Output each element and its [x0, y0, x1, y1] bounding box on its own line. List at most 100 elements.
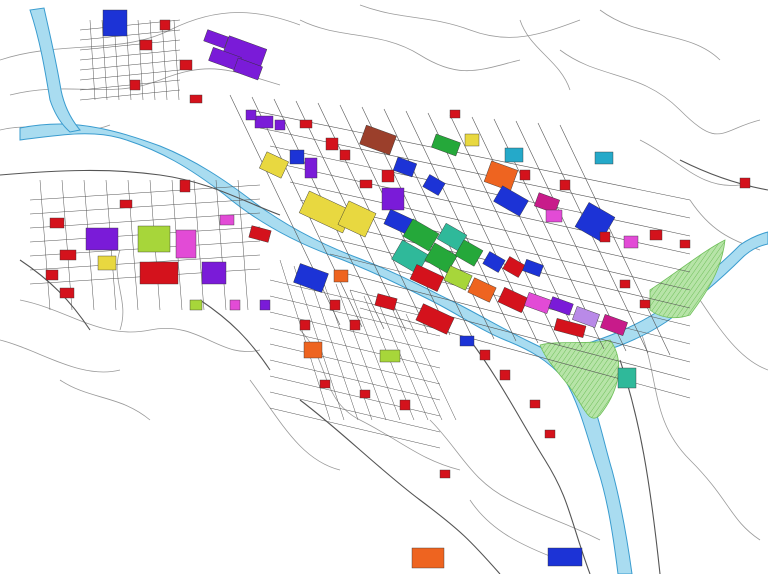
parcel-red [139, 39, 153, 51]
road [199, 299, 271, 371]
land-use-parcels[interactable] [45, 9, 751, 569]
parcel-red [502, 256, 526, 278]
street [269, 145, 691, 237]
street [79, 49, 181, 61]
street [173, 19, 180, 101]
street [289, 181, 691, 273]
parcel-purple [85, 227, 119, 251]
street [339, 271, 691, 363]
parcel-brown [359, 124, 397, 156]
parcel-red [159, 19, 171, 31]
parcel-blue [392, 156, 418, 178]
parcel-red [381, 169, 395, 183]
parcel-yellow [97, 255, 117, 271]
contour-line [429, 419, 601, 541]
street [215, 179, 227, 311]
parcel-red [544, 429, 556, 439]
street [79, 89, 181, 101]
street [335, 283, 387, 421]
contour-line [116, 249, 124, 331]
parcel-lime [443, 265, 473, 291]
street [269, 391, 441, 433]
street [237, 179, 249, 311]
parcel-red [129, 79, 141, 91]
street [39, 179, 51, 311]
street [269, 359, 441, 401]
parcel-lime [379, 349, 401, 363]
parcel-lime [189, 299, 203, 311]
parcel-pink [524, 292, 552, 314]
contour-line [19, 299, 261, 352]
parcel-pink [623, 235, 639, 249]
street [137, 19, 144, 101]
parcel-orange [333, 269, 349, 283]
street [89, 19, 96, 101]
terrain-contours [0, 4, 768, 561]
contour-line [0, 339, 121, 373]
parcel-purple [203, 29, 229, 49]
parcel-orange [467, 277, 497, 303]
parcel-red [559, 179, 571, 191]
street [79, 39, 181, 51]
parcel-red [319, 379, 331, 389]
street [79, 69, 181, 81]
street [269, 295, 441, 337]
street [161, 19, 168, 101]
road [0, 169, 281, 216]
parcel-red [179, 59, 193, 71]
parcel-magenta [600, 314, 628, 336]
contour-line [59, 379, 151, 421]
street [321, 277, 373, 421]
parcel-purple [548, 296, 574, 316]
parcel-pink [219, 214, 235, 226]
park-area [539, 239, 726, 419]
parcel-blue [293, 263, 329, 293]
street [29, 184, 261, 201]
street [269, 407, 441, 449]
parcel-purple [304, 157, 318, 179]
parcel-blue [547, 547, 583, 567]
parcel-red [639, 299, 651, 309]
parcel-cyan [504, 147, 524, 163]
parcel-orange [411, 547, 445, 569]
parcel-blue [459, 335, 475, 347]
contour-line [599, 9, 721, 61]
street [383, 108, 495, 340]
parcel-red [599, 231, 611, 243]
parcel-green [424, 242, 458, 274]
parcel-red [339, 149, 351, 161]
street [79, 59, 181, 71]
parcel-yellow [464, 133, 480, 147]
parcel-red [189, 94, 203, 104]
parcel-red [179, 179, 191, 193]
street [149, 19, 156, 101]
parcel-purple [274, 119, 286, 131]
parcel-red [619, 279, 631, 289]
parcel-red [119, 199, 133, 209]
parcel-red [479, 349, 491, 361]
parcel-red [415, 303, 455, 335]
parcel-green [402, 218, 440, 252]
parcel-red [553, 318, 587, 338]
parcel-red [399, 399, 411, 411]
parcel-pink [175, 229, 197, 259]
street [79, 29, 181, 41]
parcel-red [529, 399, 541, 409]
parcel-red [349, 319, 361, 331]
parcel-pink [545, 209, 563, 223]
parcel-red [739, 177, 751, 189]
parcel-red [499, 369, 511, 381]
parcel-red [649, 229, 663, 241]
park-south [539, 339, 620, 419]
parcel-blue [289, 149, 305, 165]
contour-line [249, 379, 341, 471]
street [279, 163, 691, 255]
main-river [19, 123, 633, 574]
street [269, 375, 441, 417]
parcel-magenta [534, 192, 560, 214]
street [269, 311, 441, 353]
parcel-red [449, 109, 461, 119]
contour-line [519, 19, 571, 91]
